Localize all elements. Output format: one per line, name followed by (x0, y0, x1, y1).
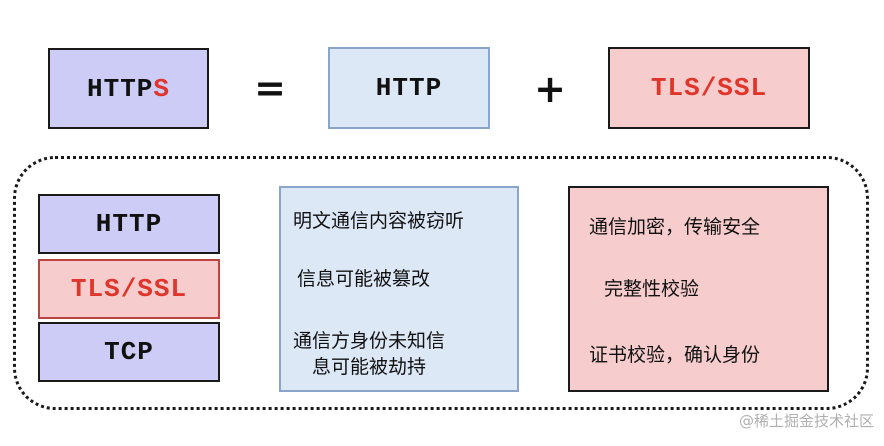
tls-ssl-text: TLS/SSL (650, 73, 768, 103)
https-prefix-text: HTTP (86, 73, 154, 104)
stack-layer-http-label: HTTP (95, 209, 163, 239)
http-risks-box: 明文通信内容被窃听 信息可能被篡改 通信方身份未知信 息可能被劫持 (279, 186, 519, 392)
risk-eavesdrop: 明文通信内容被窃听 (293, 210, 465, 232)
stack-layer-tls-ssl-label: TLS/SSL (70, 274, 188, 304)
detail-container (13, 156, 869, 410)
watermark: @稀土掘金技术社区 (738, 412, 874, 430)
http-text: HTTP (375, 73, 443, 103)
risk-identity-line2: 息可能被劫持 (312, 356, 427, 378)
plus-sign: + (534, 67, 566, 111)
benefit-certificate: 证书校验，确认身份 (589, 344, 761, 366)
stack-layer-tcp-label: TCP (104, 337, 154, 367)
benefit-integrity: 完整性校验 (604, 278, 700, 300)
stack-layer-tcp: TCP (38, 322, 220, 382)
http-box: HTTP (328, 47, 490, 129)
stack-layer-tls-ssl: TLS/SSL (38, 259, 220, 319)
https-s-suffix-text: S (153, 73, 171, 104)
tls-benefits-box: 通信加密，传输安全 完整性校验 证书校验，确认身份 (568, 186, 829, 392)
benefit-encryption: 通信加密，传输安全 (589, 216, 761, 238)
tls-ssl-box: TLS/SSL (608, 47, 810, 129)
stack-layer-http: HTTP (38, 194, 220, 254)
equals-sign: = (254, 66, 286, 110)
risk-identity-line1: 通信方身份未知信 (293, 330, 446, 352)
risk-tamper: 信息可能被篡改 (297, 268, 431, 290)
